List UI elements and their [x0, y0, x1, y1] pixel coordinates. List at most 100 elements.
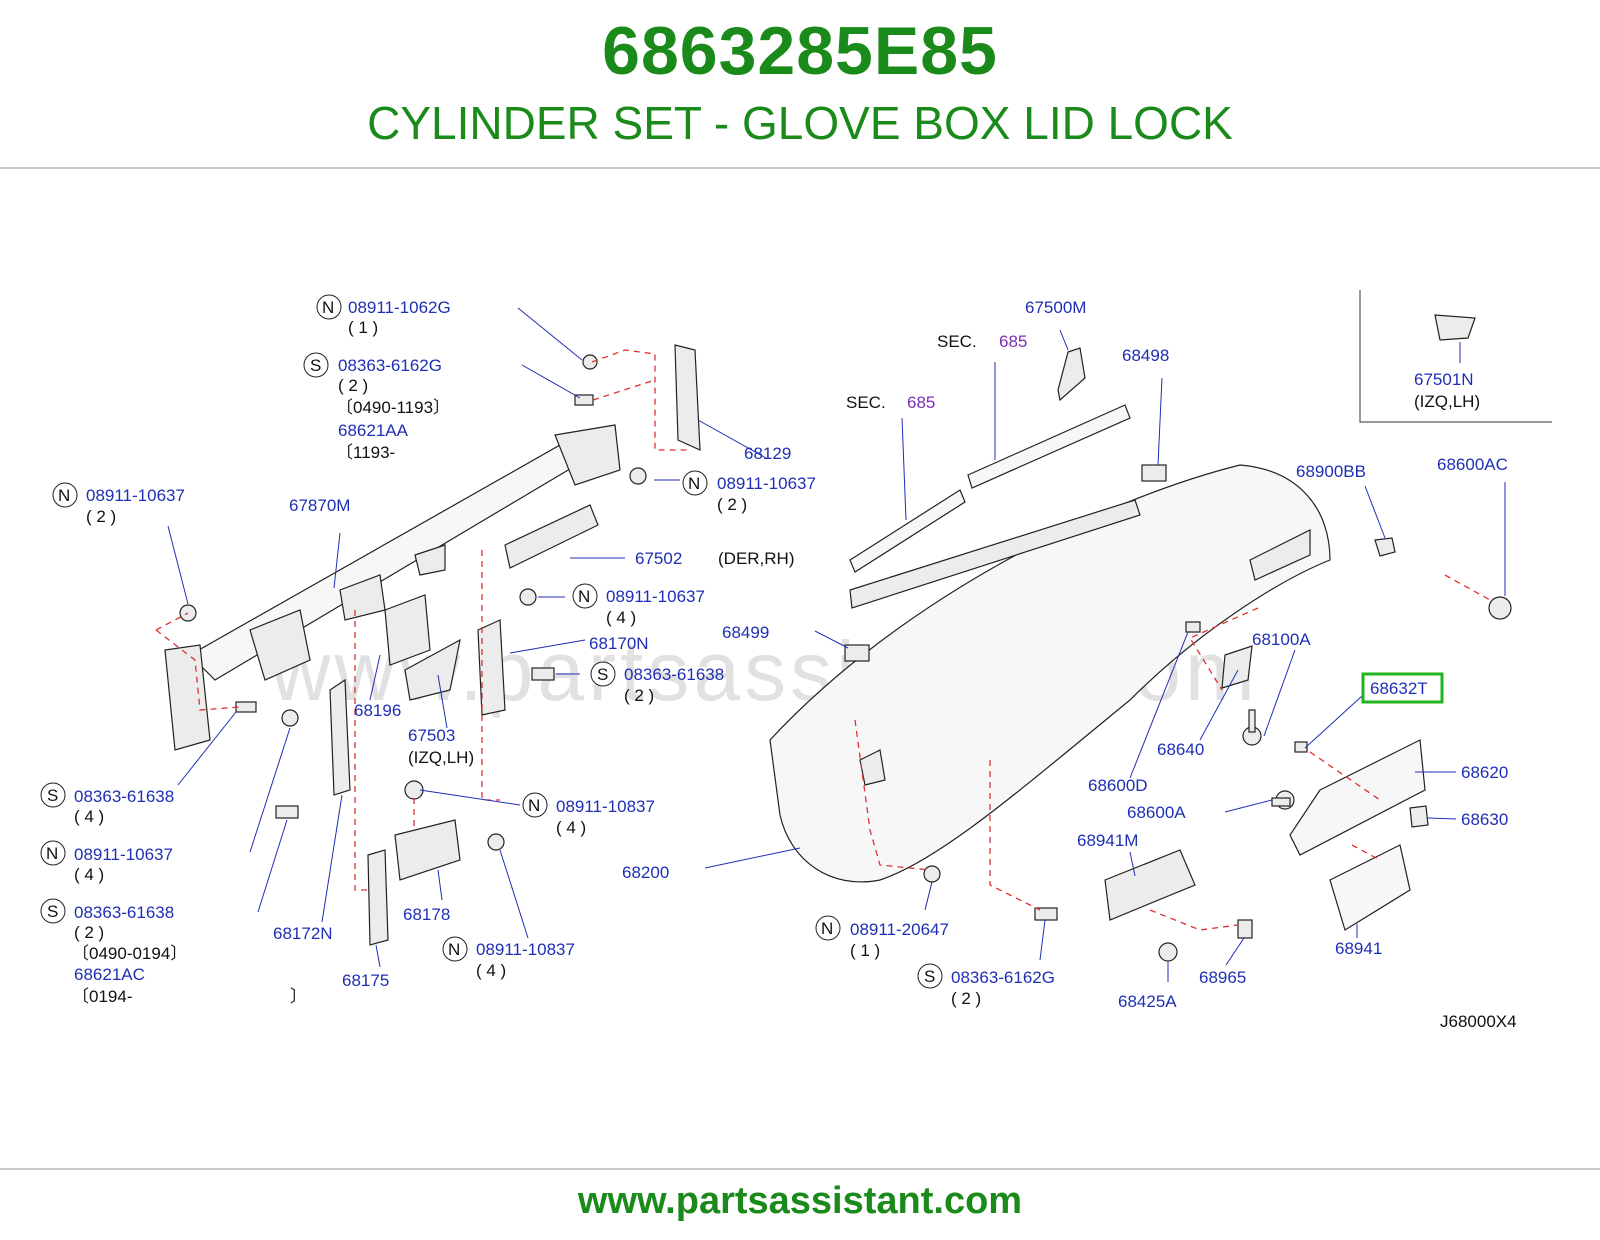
qty-label: ( 2 ) [624, 686, 654, 705]
labels: 08911-1062G ( 1 ) 08363-6162G ( 2 ) 〔049… [72, 298, 1517, 1031]
label-68621AA[interactable]: 68621AA [338, 421, 409, 440]
part-description: CYLINDER SET - GLOVE BOX LID LOCK [367, 97, 1233, 149]
label-68632T-highlighted[interactable]: 68632T [1370, 679, 1428, 698]
header: 6863285E85 CYLINDER SET - GLOVE BOX LID … [0, 0, 1600, 170]
screw-68600D [1242, 709, 1262, 746]
label-08363-6162G[interactable]: 08363-6162G [338, 356, 442, 375]
section-prefix: SEC. [937, 332, 977, 351]
label-67500M[interactable]: 67500M [1025, 298, 1086, 317]
label-08911-10637[interactable]: 08911-10637 [86, 486, 185, 505]
bracket-68941M [1104, 849, 1196, 921]
qty-label: ( 1 ) [850, 941, 880, 960]
label-68640[interactable]: 68640 [1157, 740, 1204, 759]
label-68129[interactable]: 68129 [744, 444, 791, 463]
label-68600A[interactable]: 68600A [1127, 803, 1186, 822]
clip-68965 [1237, 919, 1253, 939]
section-number-685[interactable]: 685 [999, 332, 1027, 351]
qty-label: ( 2 ) [951, 989, 981, 1008]
lock-cylinder-68632T [1294, 741, 1308, 753]
label-08911-10637[interactable]: 08911-10637 [606, 587, 705, 606]
bracket-68129 [674, 344, 701, 451]
parts-diagram: www.partsassistant.com [40, 290, 1552, 1031]
section-number-685[interactable]: 685 [907, 393, 935, 412]
bracket-68100A [1221, 645, 1253, 689]
label-68200[interactable]: 68200 [622, 863, 669, 882]
label-68425A[interactable]: 68425A [1118, 992, 1177, 1011]
label-08363-61638[interactable]: 08363-61638 [74, 787, 174, 806]
label-68900BB[interactable]: 68900BB [1296, 462, 1366, 481]
bracket-68172N [329, 678, 351, 796]
part-number-title: 6863285E85 [602, 13, 998, 89]
footer-divider [0, 1168, 1600, 1170]
range-label: 〔0490-0194〕 [72, 944, 187, 963]
diagram-code: J68000X4 [1440, 1012, 1517, 1031]
header-divider [0, 167, 1600, 169]
clip-68499 [844, 644, 870, 662]
variant-label: (IZQ,LH) [1414, 392, 1480, 411]
label-08911-10637[interactable]: 08911-10637 [717, 474, 816, 493]
label-67503[interactable]: 67503 [408, 726, 455, 745]
marker-s: S [597, 665, 608, 684]
trim-67501N [1434, 314, 1476, 341]
range-label: 〔0194- [72, 987, 132, 1006]
marker-n: N [528, 796, 540, 815]
label-68100A[interactable]: 68100A [1252, 630, 1311, 649]
marker-n: N [322, 298, 334, 317]
label-08911-1062G[interactable]: 08911-1062G [348, 298, 451, 317]
inset-frame [1359, 290, 1552, 423]
marker-n: N [578, 587, 590, 606]
variant-label: (IZQ,LH) [408, 748, 474, 767]
alignment-lines-right [854, 574, 1491, 931]
marker-s: S [47, 786, 58, 805]
marker-n: N [58, 486, 70, 505]
marker-s: S [924, 967, 935, 986]
marker-s: S [310, 356, 321, 375]
range-label: 〔0490-1193〕 [336, 398, 450, 417]
label-68196[interactable]: 68196 [354, 701, 401, 720]
label-08911-20647[interactable]: 08911-20647 [850, 920, 949, 939]
label-67502[interactable]: 67502 [635, 549, 682, 568]
damper-68600A [1271, 790, 1295, 810]
label-67870M[interactable]: 67870M [289, 496, 350, 515]
label-68172N[interactable]: 68172N [273, 924, 333, 943]
label-68499[interactable]: 68499 [722, 623, 769, 642]
qty-label: ( 4 ) [74, 865, 104, 884]
highlight-box [1361, 672, 1444, 704]
qty-label: ( 4 ) [74, 807, 104, 826]
label-68941[interactable]: 68941 [1335, 939, 1382, 958]
vent-grille-sec685-lower [849, 489, 966, 573]
clip-68498 [1141, 464, 1167, 482]
steering-member-67870M [164, 424, 621, 751]
label-08363-61638[interactable]: 08363-61638 [624, 665, 724, 684]
label-68965[interactable]: 68965 [1199, 968, 1246, 987]
label-68170N[interactable]: 68170N [589, 634, 649, 653]
label-67501N[interactable]: 67501N [1414, 370, 1474, 389]
qty-label: ( 1 ) [348, 318, 378, 337]
label-68621AC[interactable]: 68621AC [74, 965, 145, 984]
qty-label: ( 2 ) [717, 495, 747, 514]
label-68178[interactable]: 68178 [403, 905, 450, 924]
footer-url[interactable]: www.partsassistant.com [577, 1180, 1023, 1222]
label-68620[interactable]: 68620 [1461, 763, 1508, 782]
section-prefix: SEC. [846, 393, 886, 412]
label-08363-6162G[interactable]: 08363-6162G [951, 968, 1055, 987]
marker-n: N [46, 844, 58, 863]
clip-68900BB [1374, 537, 1396, 557]
variant-label: (DER,RH) [718, 549, 795, 568]
left-fasteners [179, 354, 647, 851]
label-68600D[interactable]: 68600D [1088, 776, 1148, 795]
marker-s: S [47, 902, 58, 921]
label-68498[interactable]: 68498 [1122, 346, 1169, 365]
label-68600AC[interactable]: 68600AC [1437, 455, 1508, 474]
label-08911-10837[interactable]: 08911-10837 [476, 940, 575, 959]
glove-box-68941 [1329, 844, 1411, 931]
label-68630[interactable]: 68630 [1461, 810, 1508, 829]
label-08911-10837[interactable]: 08911-10837 [556, 797, 655, 816]
marker-n: N [688, 474, 700, 493]
label-68941M[interactable]: 68941M [1077, 831, 1138, 850]
label-08911-10637[interactable]: 08911-10637 [74, 845, 173, 864]
label-08363-61638[interactable]: 08363-61638 [74, 903, 174, 922]
marker-n: N [821, 919, 833, 938]
label-68175[interactable]: 68175 [342, 971, 389, 990]
bracket-67500M [1057, 347, 1086, 402]
